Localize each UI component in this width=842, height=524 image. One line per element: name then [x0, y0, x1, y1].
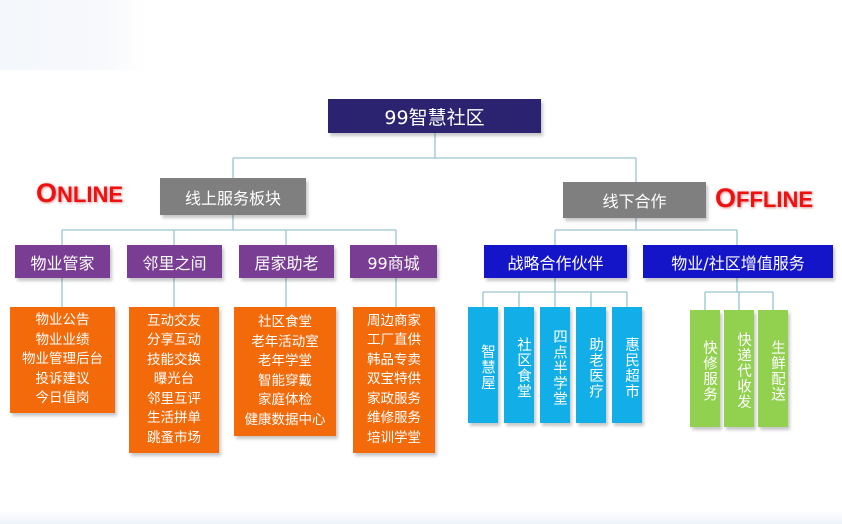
list-item: 双宝特供	[367, 371, 421, 388]
service-item: 快递代收发	[724, 310, 754, 427]
list-item: 跳蚤市场	[147, 429, 201, 446]
service-item: 快修服务	[690, 310, 720, 427]
partner-item: 惠民超市	[612, 307, 642, 423]
category-strategic-partners: 战略合作伙伴	[484, 245, 627, 278]
list-item: 投诉建议	[35, 370, 90, 387]
category-neighbors: 邻里之间	[127, 245, 222, 278]
list-item: 生活拼单	[147, 410, 201, 427]
list-item: 培训学堂	[367, 429, 421, 446]
list-item: 周边商家	[367, 312, 421, 329]
corner-background	[0, 0, 148, 70]
list-item: 家庭体检	[258, 392, 312, 408]
list-item: 智能穿戴	[258, 372, 312, 389]
list-item: 物业公告	[35, 312, 90, 329]
list-item: 今日值岗	[35, 390, 90, 407]
root-node: 99智慧社区	[328, 99, 541, 133]
list-item: 技能交换	[147, 351, 201, 368]
neighbors-items: 互动交友 分享互动 技能交换 曝光台 邻里互评 生活拼单 跳蚤市场	[129, 307, 219, 453]
category-property-butler: 物业管家	[15, 245, 110, 278]
partner-item: 助老医疗	[576, 307, 606, 423]
partner-item: 智慧屋	[468, 307, 498, 423]
online-label: ONLINE	[36, 178, 124, 208]
list-item: 家政服务	[367, 390, 421, 407]
list-item: 物业管理后台	[22, 351, 103, 368]
partner-item: 四点半学堂	[540, 307, 570, 423]
list-item: 互动交友	[147, 312, 201, 329]
partner-item: 社区食堂	[504, 307, 534, 423]
mall-items: 周边商家 工厂直供 韩品专卖 双宝特供 家政服务 维修服务 培训学堂	[353, 307, 435, 453]
category-value-added-services: 物业/社区增值服务	[643, 245, 833, 278]
list-item: 韩品专卖	[367, 351, 421, 368]
list-item: 分享互动	[147, 332, 201, 349]
list-item: 维修服务	[367, 410, 421, 427]
list-item: 工厂直供	[367, 332, 421, 349]
list-item: 曝光台	[153, 371, 195, 388]
offline-label: OFFLINE	[715, 183, 814, 213]
online-section-node: 线上服务板块	[160, 178, 306, 215]
elderly-care-items: 社区食堂 老年活动室 老年学堂 智能穿戴 家庭体检 健康数据中心	[234, 307, 336, 436]
list-item: 邻里互评	[147, 390, 201, 407]
property-butler-items: 物业公告 物业业绩 物业管理后台 投诉建议 今日值岗	[10, 307, 115, 413]
service-item: 生鲜配送	[758, 310, 788, 427]
offline-section-node: 线下合作	[563, 182, 706, 218]
category-elderly-care: 居家助老	[239, 245, 334, 278]
bottom-background	[0, 510, 842, 524]
list-item: 老年学堂	[258, 353, 312, 369]
list-item: 健康数据中心	[244, 411, 326, 428]
list-item: 社区食堂	[258, 314, 312, 330]
list-item: 物业业绩	[35, 331, 90, 348]
category-mall: 99商城	[350, 245, 437, 278]
list-item: 老年活动室	[251, 333, 319, 350]
